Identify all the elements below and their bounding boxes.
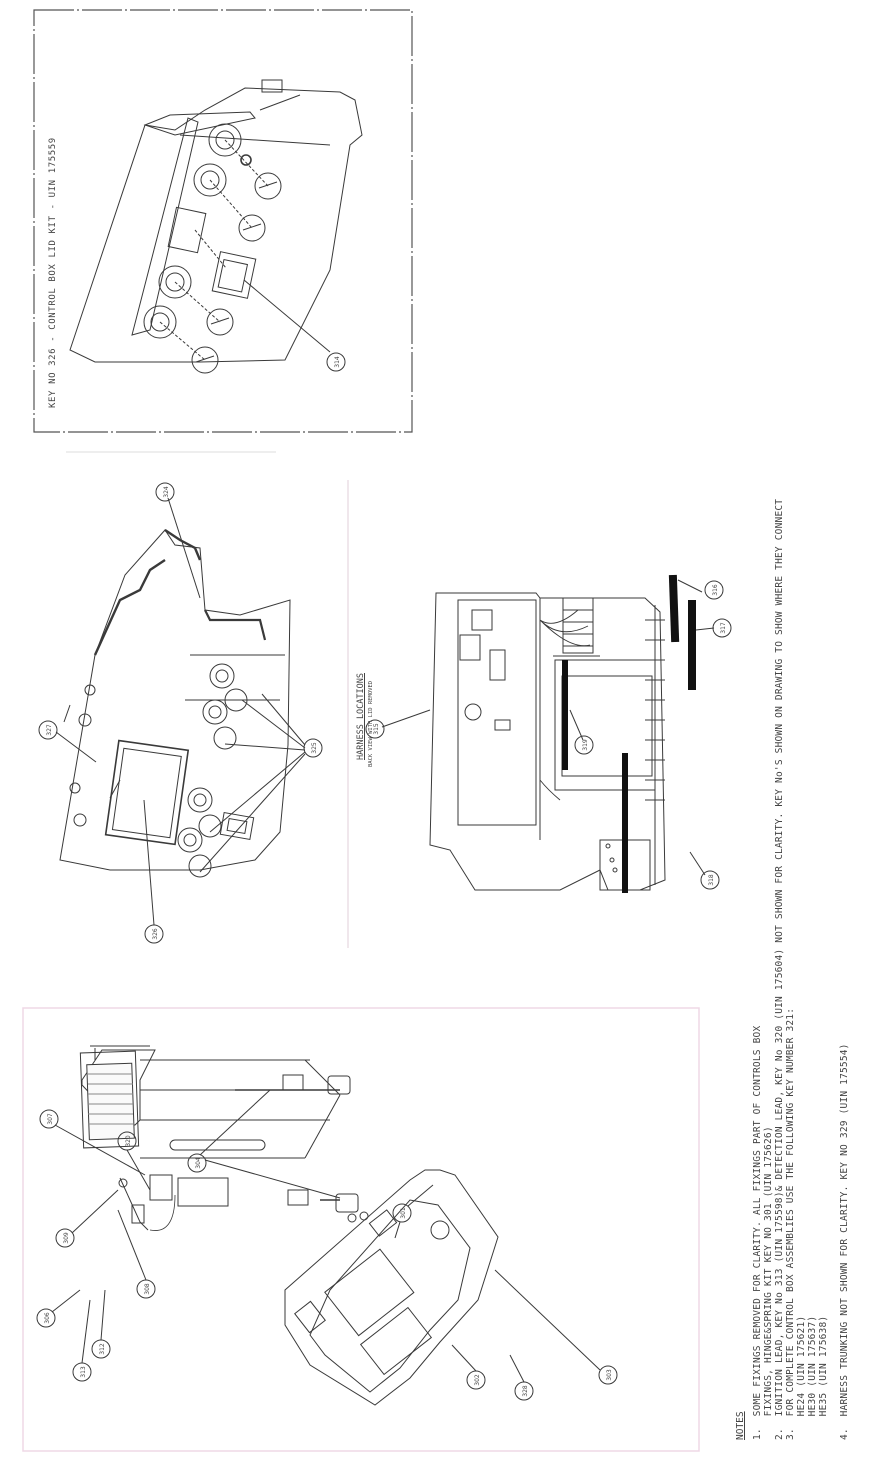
svg-text:312: 312 [99, 1343, 106, 1355]
note-3-he30: HE30 (UIN 175637) [807, 1315, 818, 1440]
note-2: 2. IGNITION LEAD, KEY No 313 (UIN 175598… [774, 498, 785, 1440]
notes-heading: NOTES [735, 1411, 746, 1440]
lid-kit-title: KEY NO 326 - CONTROL BOX LID KIT - UIN 1… [48, 137, 58, 408]
callout-labels: 314 324 325 326 327 315 316 317 318 319 … [44, 356, 727, 1397]
svg-text:328: 328 [522, 1385, 529, 1397]
burner-pcb-frame [22, 1007, 700, 1452]
svg-text:306: 306 [44, 1312, 51, 1324]
note-3: 3. FOR COMPLETE CONTROL BOX ASSEMBLIES U… [785, 1007, 796, 1440]
svg-text:316: 316 [712, 584, 719, 596]
note-4: 4. HARNESS TRUNKING NOT SHOWN FOR CLARIT… [839, 1043, 850, 1440]
harness-drawing [429, 592, 666, 891]
callout-315-bubble [365, 719, 385, 739]
callout-316-bubble [704, 580, 724, 600]
harness-bar-317-a [562, 660, 568, 770]
callout-304-bubble [187, 1153, 207, 1173]
callout-324-bubble [155, 482, 175, 502]
note-1b: FIXINGS, HINGE&SPRING KIT KEY NO 301 (UI… [763, 1126, 774, 1440]
svg-text:302: 302 [474, 1374, 481, 1386]
svg-text:326: 326 [152, 928, 159, 940]
harness-bar-318 [622, 753, 628, 893]
callout-317-bubble [712, 618, 732, 638]
svg-text:324: 324 [163, 486, 170, 498]
harness-subtitle: BACK VIEW WITH LID REMOVED [368, 680, 374, 767]
callout-303-bubble [598, 1365, 618, 1385]
lid-kit-frame [33, 9, 413, 433]
notes-block: NOTES 1. SOME FIXINGS REMOVED FOR CLARIT… [735, 499, 850, 1440]
svg-text:318: 318 [708, 874, 715, 886]
svg-text:325: 325 [311, 742, 318, 754]
callout-314-bubble [326, 352, 346, 372]
svg-text:327: 327 [46, 724, 53, 736]
burner-assembly-drawing [79, 1045, 359, 1231]
svg-text:304: 304 [195, 1157, 202, 1169]
svg-text:315: 315 [373, 723, 380, 735]
harness-title: HARNESS LOCATIONS [356, 673, 366, 760]
harness-bar-317-b [688, 600, 696, 690]
svg-text:320: 320 [125, 1135, 132, 1147]
callout-307-bubble [39, 1109, 59, 1129]
note-1a: 1. SOME FIXINGS REMOVED FOR CLARITY. ALL… [752, 1025, 763, 1440]
callout-318-bubble [700, 870, 720, 890]
control-box-drawing [59, 529, 291, 878]
callout-309-bubble [55, 1228, 75, 1248]
svg-text:319: 319 [582, 739, 589, 751]
harness-bar-316 [668, 574, 680, 643]
callout-327-bubble [38, 720, 58, 740]
svg-text:303: 303 [606, 1369, 613, 1381]
callout-319-bubble [574, 735, 594, 755]
note-3-he24: HE24 (UIN 175621) [796, 1315, 807, 1440]
note-3-he35: HE35 (UIN 175638) [818, 1315, 829, 1440]
pcb-assembly-drawing [284, 1169, 499, 1406]
callout-325-bubble [303, 738, 323, 758]
svg-text:308: 308 [144, 1283, 151, 1295]
callout-301-bubble [392, 1203, 412, 1223]
svg-text:301: 301 [400, 1207, 407, 1219]
svg-text:313: 313 [80, 1366, 87, 1378]
callout-306-bubble [36, 1308, 56, 1328]
lid-kit-drawing [69, 79, 363, 374]
svg-text:314: 314 [334, 356, 341, 368]
svg-text:307: 307 [47, 1113, 54, 1125]
svg-text:309: 309 [63, 1232, 70, 1244]
svg-text:317: 317 [720, 622, 727, 634]
